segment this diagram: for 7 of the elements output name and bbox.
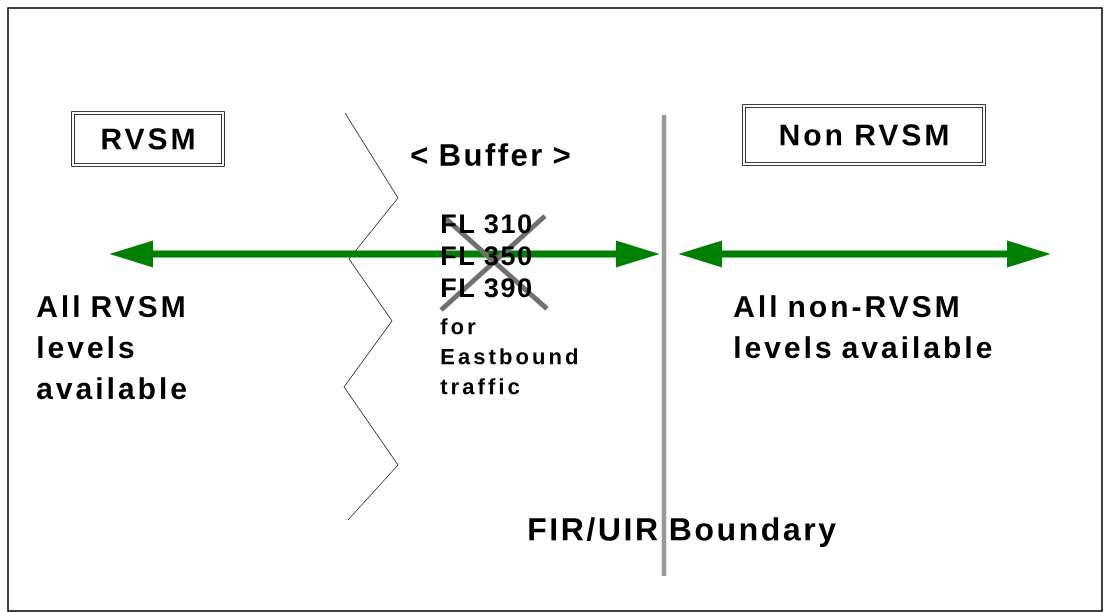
- area-description: All non-RVSM levels available: [733, 295, 992, 359]
- note-text: for Eastbound traffic: [440, 318, 578, 395]
- buffer-heading: < Buffer >: [411, 143, 570, 166]
- label-box: Non RVSM: [742, 104, 986, 166]
- label-box: RVSM: [71, 111, 225, 167]
- boundary-label: FIR/UIR Boundary: [529, 517, 836, 547]
- area-description: All RVSM levels available: [36, 295, 186, 400]
